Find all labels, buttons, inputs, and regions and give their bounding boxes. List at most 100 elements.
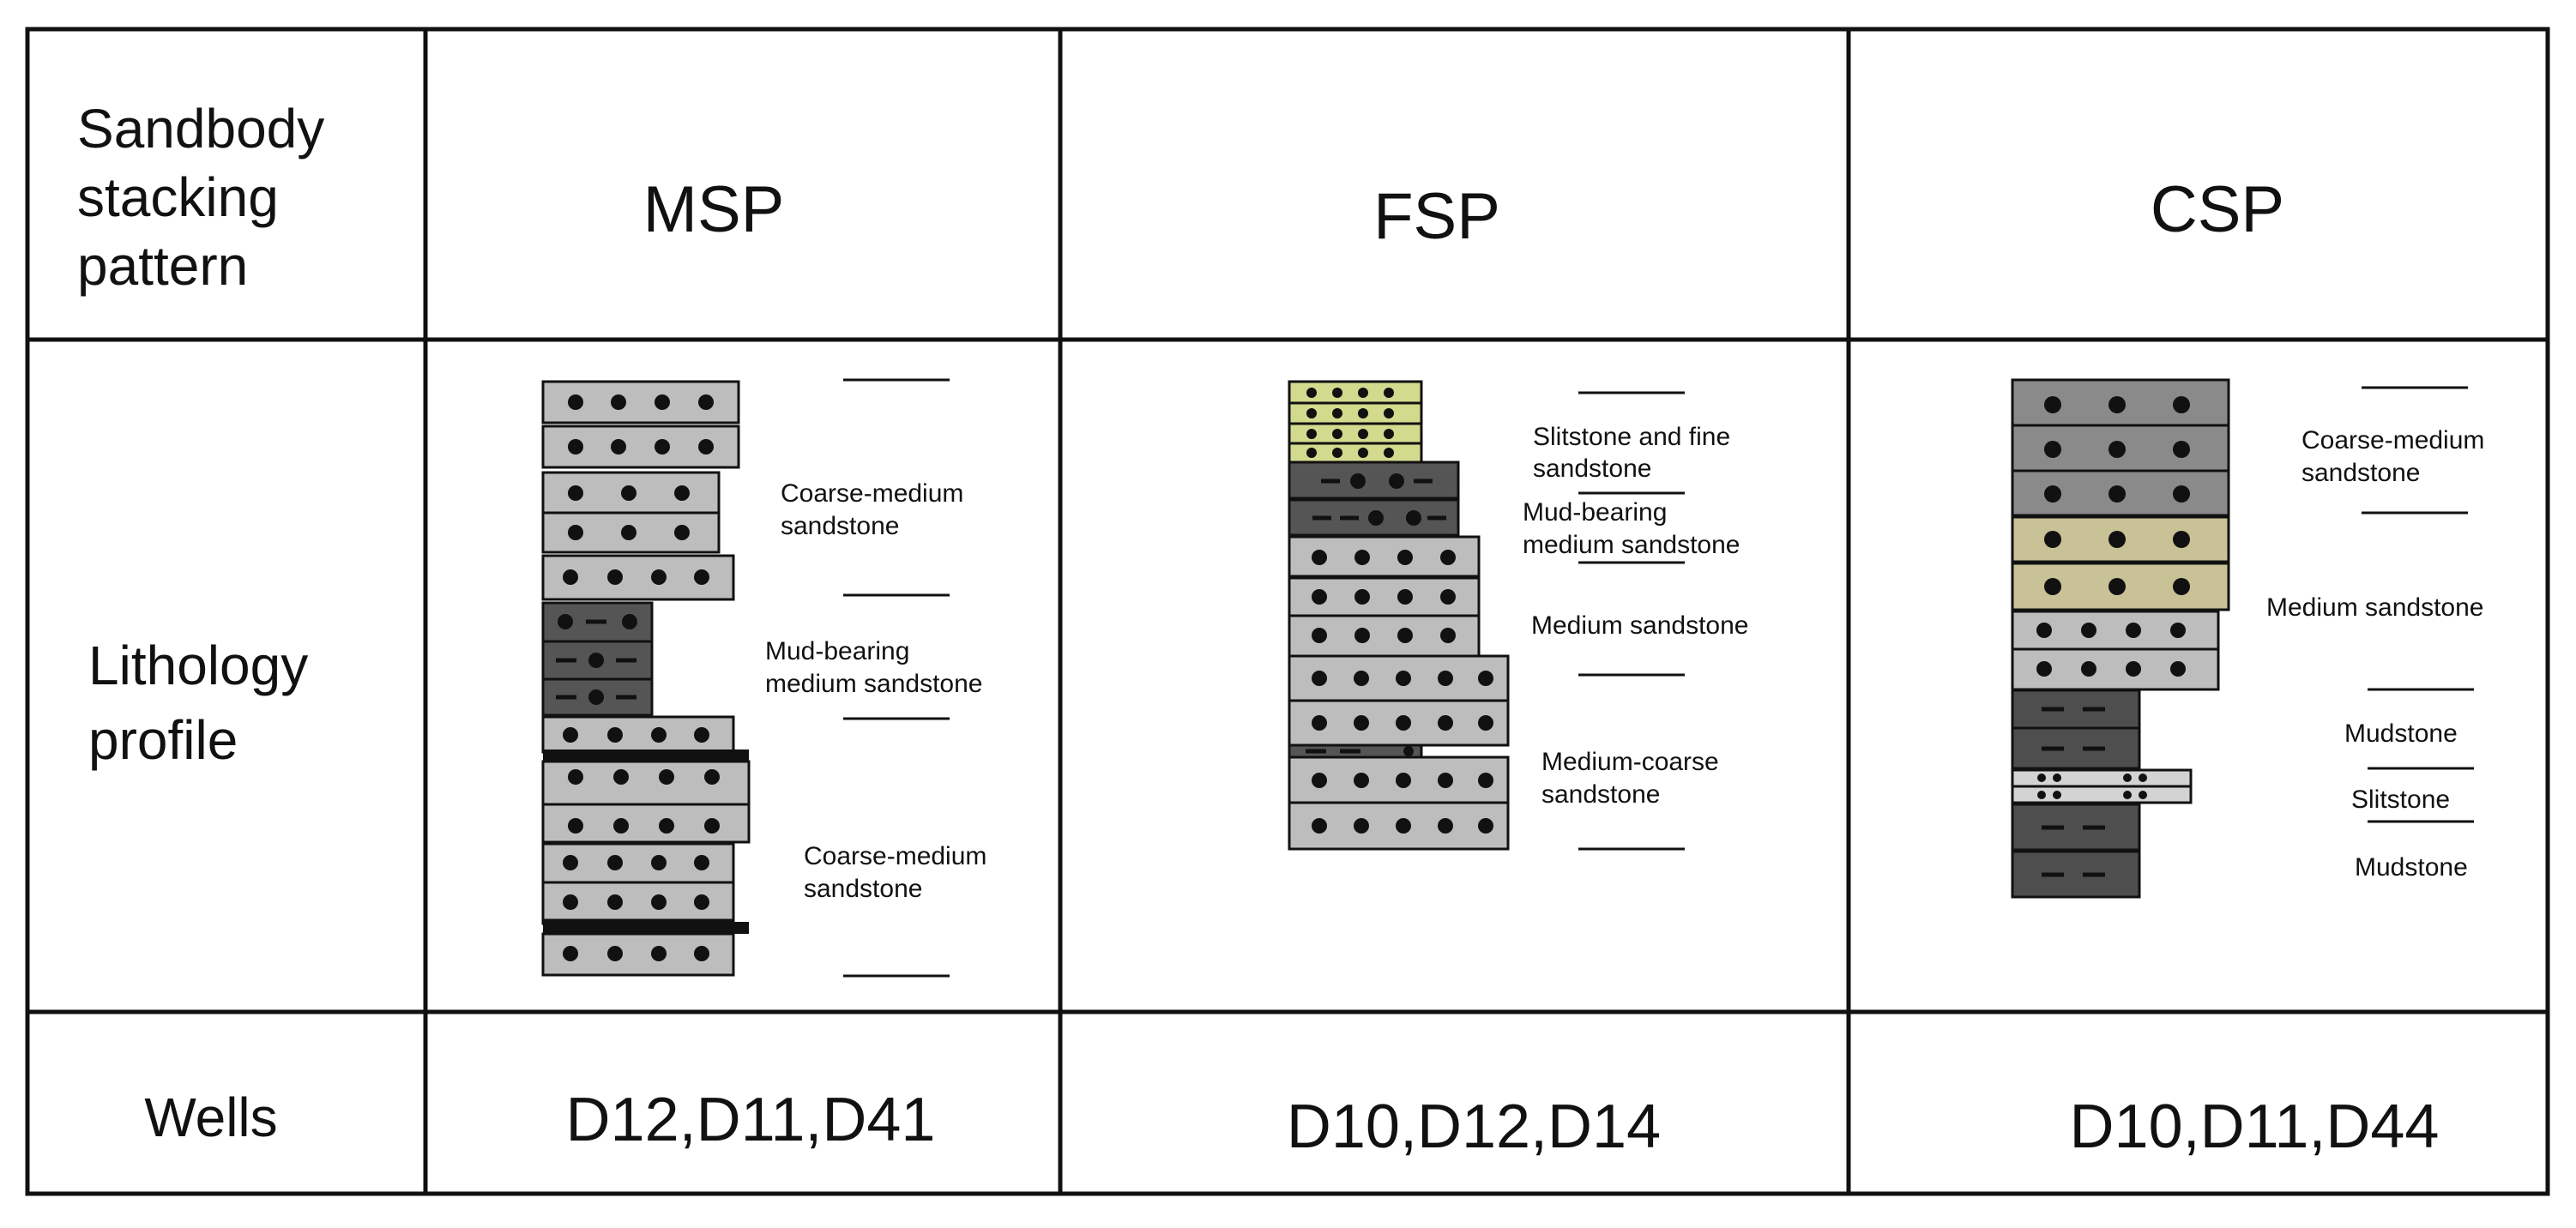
csp-layer-mudstone bbox=[2011, 803, 2141, 852]
grain-dot bbox=[563, 894, 578, 910]
grain-dot bbox=[2108, 531, 2126, 548]
grain-dot bbox=[1478, 671, 1493, 686]
grain-dot bbox=[2108, 441, 2126, 458]
grain-dot bbox=[2173, 485, 2190, 503]
fsp-label-4-line-2: sandstone bbox=[1541, 780, 1660, 809]
grain-dot bbox=[1438, 671, 1453, 686]
grain-dot bbox=[2173, 531, 2190, 548]
grain-dot bbox=[2123, 774, 2132, 782]
grain-dot bbox=[698, 394, 714, 410]
grain-dot bbox=[651, 855, 667, 870]
msp-lithology-column bbox=[541, 380, 751, 977]
grain-dot bbox=[1358, 448, 1368, 458]
grain-dot bbox=[2139, 791, 2147, 799]
grain-dot bbox=[1384, 388, 1394, 398]
msp-label-1-line-1: Coarse-medium bbox=[781, 479, 963, 508]
grain-dot bbox=[1384, 429, 1394, 439]
column-header-fsp: FSP bbox=[1373, 180, 1500, 253]
csp-grain-dots bbox=[2036, 396, 2190, 877]
grain-dot bbox=[1306, 388, 1317, 398]
header-row-label-line-2: stacking bbox=[77, 166, 279, 228]
grain-dot bbox=[607, 946, 623, 961]
csp-layer-mudstone bbox=[2011, 689, 2141, 730]
grain-dot bbox=[1406, 510, 1421, 526]
grain-dot bbox=[558, 614, 573, 629]
grain-dot bbox=[1389, 473, 1404, 489]
grain-dot bbox=[1384, 408, 1394, 418]
grain-dot bbox=[1478, 773, 1493, 788]
grain-dot bbox=[1312, 550, 1327, 565]
grain-dot bbox=[1396, 773, 1411, 788]
msp-label-2-line-1: Mud-bearing bbox=[765, 637, 909, 665]
grain-dot bbox=[1403, 746, 1414, 756]
grain-dot bbox=[2037, 774, 2046, 782]
grain-dot bbox=[1440, 589, 1456, 605]
grain-dot bbox=[2108, 396, 2126, 413]
grain-dot bbox=[2037, 791, 2046, 799]
grain-dot bbox=[1354, 818, 1369, 834]
grain-dot bbox=[2173, 396, 2190, 413]
grain-dot bbox=[1440, 628, 1456, 643]
grain-dot bbox=[1354, 715, 1369, 731]
grain-dot bbox=[651, 946, 667, 961]
grain-dot bbox=[1396, 671, 1411, 686]
grain-dot bbox=[704, 818, 720, 834]
grain-dot bbox=[568, 394, 583, 410]
grain-dot bbox=[1312, 715, 1327, 731]
table-grid bbox=[25, 27, 2550, 1196]
grain-dot bbox=[1354, 628, 1370, 643]
grain-dot bbox=[621, 525, 636, 540]
grain-dot bbox=[1478, 715, 1493, 731]
grain-dot bbox=[674, 485, 690, 501]
grain-dot bbox=[568, 769, 583, 785]
grain-dot bbox=[1354, 773, 1369, 788]
grain-dot bbox=[2170, 623, 2186, 638]
grain-dot bbox=[651, 894, 667, 910]
grain-dot bbox=[1354, 589, 1370, 605]
grain-dot bbox=[1354, 550, 1370, 565]
grain-dot bbox=[694, 855, 709, 870]
grain-dot bbox=[1312, 773, 1327, 788]
grain-dot bbox=[1312, 628, 1327, 643]
grain-dot bbox=[698, 439, 714, 454]
grain-dot bbox=[607, 727, 623, 743]
grain-dot bbox=[622, 614, 637, 629]
header-row-label-line-1: Sandbody bbox=[77, 98, 324, 160]
grain-dot bbox=[2126, 661, 2141, 677]
grain-dot bbox=[674, 525, 690, 540]
grain-dot bbox=[2170, 661, 2186, 677]
msp-label-3-line-2: sandstone bbox=[804, 875, 922, 903]
fsp-label-2-line-2: medium sandstone bbox=[1523, 531, 1740, 559]
grain-dot bbox=[2126, 623, 2141, 638]
grain-dot bbox=[621, 485, 636, 501]
fsp-grain-dots bbox=[1306, 388, 1493, 834]
grain-dot bbox=[563, 569, 578, 585]
grain-dot bbox=[2044, 396, 2061, 413]
csp-layer-mudstone bbox=[2011, 726, 2141, 770]
wells-fsp: D10,D12,D14 bbox=[1287, 1093, 1661, 1161]
fsp-layer-mud-bearing-sandstone bbox=[1288, 460, 1460, 500]
grain-dot bbox=[1438, 715, 1453, 731]
grain-dot bbox=[1354, 671, 1369, 686]
msp-label-3-line-1: Coarse-medium bbox=[804, 842, 986, 870]
grain-dot bbox=[2036, 661, 2052, 677]
csp-label-5: Mudstone bbox=[2355, 853, 2468, 882]
csp-layer-mudstone bbox=[2011, 850, 2141, 899]
lithology-row-label-line-1: Lithology bbox=[88, 635, 308, 696]
grain-dot bbox=[1438, 818, 1453, 834]
grain-dot bbox=[1358, 408, 1368, 418]
grain-dot bbox=[655, 394, 670, 410]
csp-label-4: Slitstone bbox=[2351, 786, 2450, 814]
msp-mud-band bbox=[543, 749, 749, 761]
grain-dot bbox=[651, 727, 667, 743]
grain-dot bbox=[568, 439, 583, 454]
grain-dot bbox=[563, 855, 578, 870]
grain-dot bbox=[659, 769, 674, 785]
grain-dot bbox=[563, 946, 578, 961]
msp-grain-dots bbox=[556, 394, 720, 961]
grain-dot bbox=[1397, 589, 1413, 605]
column-header-csp: CSP bbox=[2151, 173, 2284, 246]
fsp-label-3: Medium sandstone bbox=[1531, 611, 1748, 640]
grain-dot bbox=[2081, 661, 2096, 677]
